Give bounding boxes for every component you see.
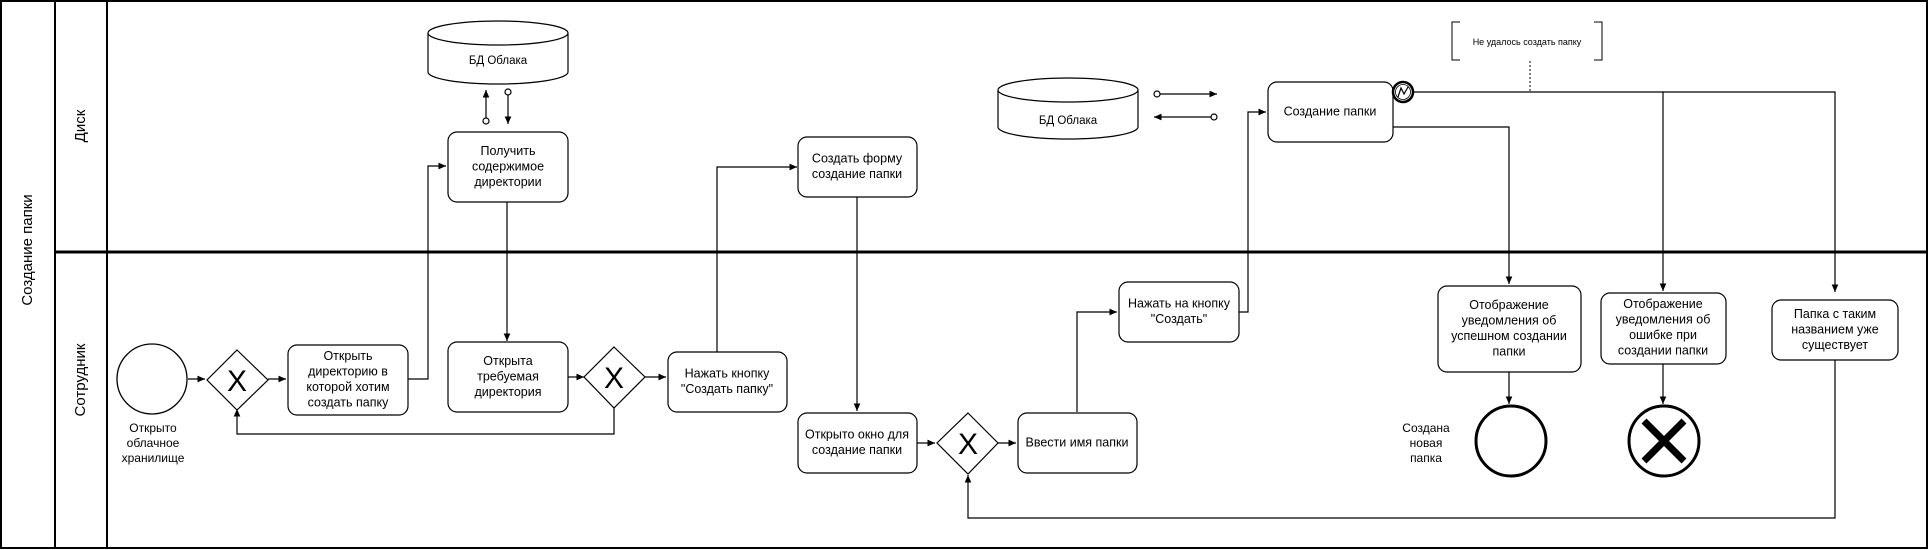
task-dir-opened[interactable]	[447, 341, 569, 413]
gateway-exclusive-3[interactable]	[936, 412, 999, 475]
task-notify-error[interactable]	[1600, 292, 1727, 365]
cross-icon	[1641, 418, 1687, 464]
lightning-icon	[1397, 86, 1409, 98]
task-label-line: Создание папки	[1284, 104, 1377, 118]
flow-open-dir-to-get-contents	[408, 162, 446, 380]
task-open-dir[interactable]	[287, 344, 409, 416]
pool-title: Создание папки	[19, 194, 36, 305]
task-label-line: уведомления об	[1462, 314, 1557, 328]
start-event-label-line: Открыто	[129, 421, 177, 435]
task-press-create[interactable]	[1118, 281, 1240, 343]
task-label-line: существует	[1802, 338, 1869, 352]
task-label-line: Отображение	[1623, 297, 1703, 311]
task-label-line: успешном создании	[1451, 329, 1567, 343]
gateways	[206, 346, 999, 475]
task-get-contents[interactable]	[447, 131, 569, 203]
task-press-create-folder[interactable]	[667, 351, 788, 413]
datastore-cloud-db-2: БД Облака	[997, 77, 1139, 140]
task-window-opened[interactable]	[797, 412, 918, 474]
task-label-line: создании папки	[1618, 344, 1708, 358]
start-event[interactable]	[116, 343, 188, 415]
gateway-exclusive-1[interactable]	[206, 349, 269, 411]
flow-create-folder-to-notify-success	[1393, 126, 1513, 284]
task-label-line: Создать форму	[812, 152, 903, 166]
task-already-exists[interactable]	[1771, 299, 1899, 361]
annotation-text: Не удалось создать папку	[1473, 37, 1582, 47]
end-event-label-line: папка	[1410, 451, 1442, 465]
flow-error-to-notify-error	[1413, 91, 1667, 291]
start-event-label-line: хранилище	[122, 451, 185, 465]
task-create-form[interactable]	[797, 136, 918, 198]
lane-employee-title: Сотрудник	[72, 343, 89, 416]
task-label-line: содержимое	[472, 159, 544, 173]
task-label-line: "Создать"	[1151, 312, 1207, 326]
end-event-label-line: новая	[1410, 436, 1443, 450]
flow-enter-name-to-press-create	[1076, 308, 1117, 412]
end-event-error[interactable]	[1627, 404, 1701, 478]
task-label-line: Нажать на кнопку	[1128, 297, 1231, 311]
task-label-line: создание папки	[812, 443, 902, 457]
task-label-line: директорию в	[308, 365, 388, 379]
task-label-line: создание папки	[812, 167, 902, 181]
task-label-line: которой хотим	[306, 380, 389, 394]
task-label-line: ошибке при	[1629, 328, 1697, 342]
task-label-line: Папка с таким	[1794, 307, 1876, 321]
sequence-flows	[188, 91, 1839, 519]
datastore-label: БД Облака	[469, 55, 528, 67]
start-event-label-line: облачное	[127, 436, 180, 450]
task-label-line: уведомления об	[1616, 313, 1711, 327]
event-labels: Открыто облачное хранилище Создана новая…	[122, 421, 1450, 465]
task-label-line: Получить	[481, 144, 536, 158]
flow-error-to-already-exists	[1663, 91, 1839, 292]
data-associations	[482, 61, 1531, 125]
lane-employee: Сотрудник	[54, 250, 1928, 549]
task-label-line: Открыть	[323, 349, 372, 363]
task-label-line: директории	[474, 175, 541, 189]
task-label-line: "Создать папку"	[681, 382, 773, 396]
datastore-cloud-db-1: БД Облака	[427, 20, 569, 85]
datastore-label: БД Облака	[1039, 115, 1098, 127]
gateway-markers: X X X	[227, 362, 978, 461]
lane-disk-title: Диск	[72, 109, 89, 142]
gateway-x-marker: X	[604, 362, 624, 395]
task-label-line: Открыто окно для	[805, 428, 909, 442]
task-label-line: Отображение	[1469, 298, 1549, 312]
annotation-error: Не удалось создать папку	[1451, 21, 1603, 61]
task-label-line: создать папку	[308, 396, 389, 410]
flow-press-create-to-create-folder	[1239, 108, 1266, 313]
task-label-line: Нажать кнопку	[685, 367, 770, 381]
gateway-exclusive-2[interactable]	[583, 346, 646, 409]
task-create-folder[interactable]	[1267, 81, 1394, 143]
end-event-label-line: Создана	[1402, 421, 1450, 435]
task-label-line: требуемая	[477, 369, 539, 383]
task-label-line: названием уже	[1791, 322, 1879, 336]
flow-already-exists-back-to-gw3	[964, 360, 1836, 519]
task-label-line: Ввести имя папки	[1026, 435, 1129, 449]
task-label-line: директория	[474, 385, 541, 399]
gateway-x-marker: X	[227, 365, 247, 398]
flow-gw2-back-to-gw1	[233, 408, 615, 435]
end-event-created[interactable]	[1474, 404, 1548, 478]
gateway-x-marker: X	[958, 428, 978, 461]
task-label-line: Открыта	[483, 354, 532, 368]
lane-disk: Диск	[54, 0, 1928, 253]
task-enter-name[interactable]	[1017, 412, 1138, 474]
task-notify-success[interactable]	[1437, 285, 1582, 373]
flow-press-create-folder-to-create-form	[716, 163, 797, 352]
error-boundary-event[interactable]	[1391, 80, 1415, 104]
task-label-line: папки	[1493, 345, 1526, 359]
tasks	[287, 81, 1899, 474]
